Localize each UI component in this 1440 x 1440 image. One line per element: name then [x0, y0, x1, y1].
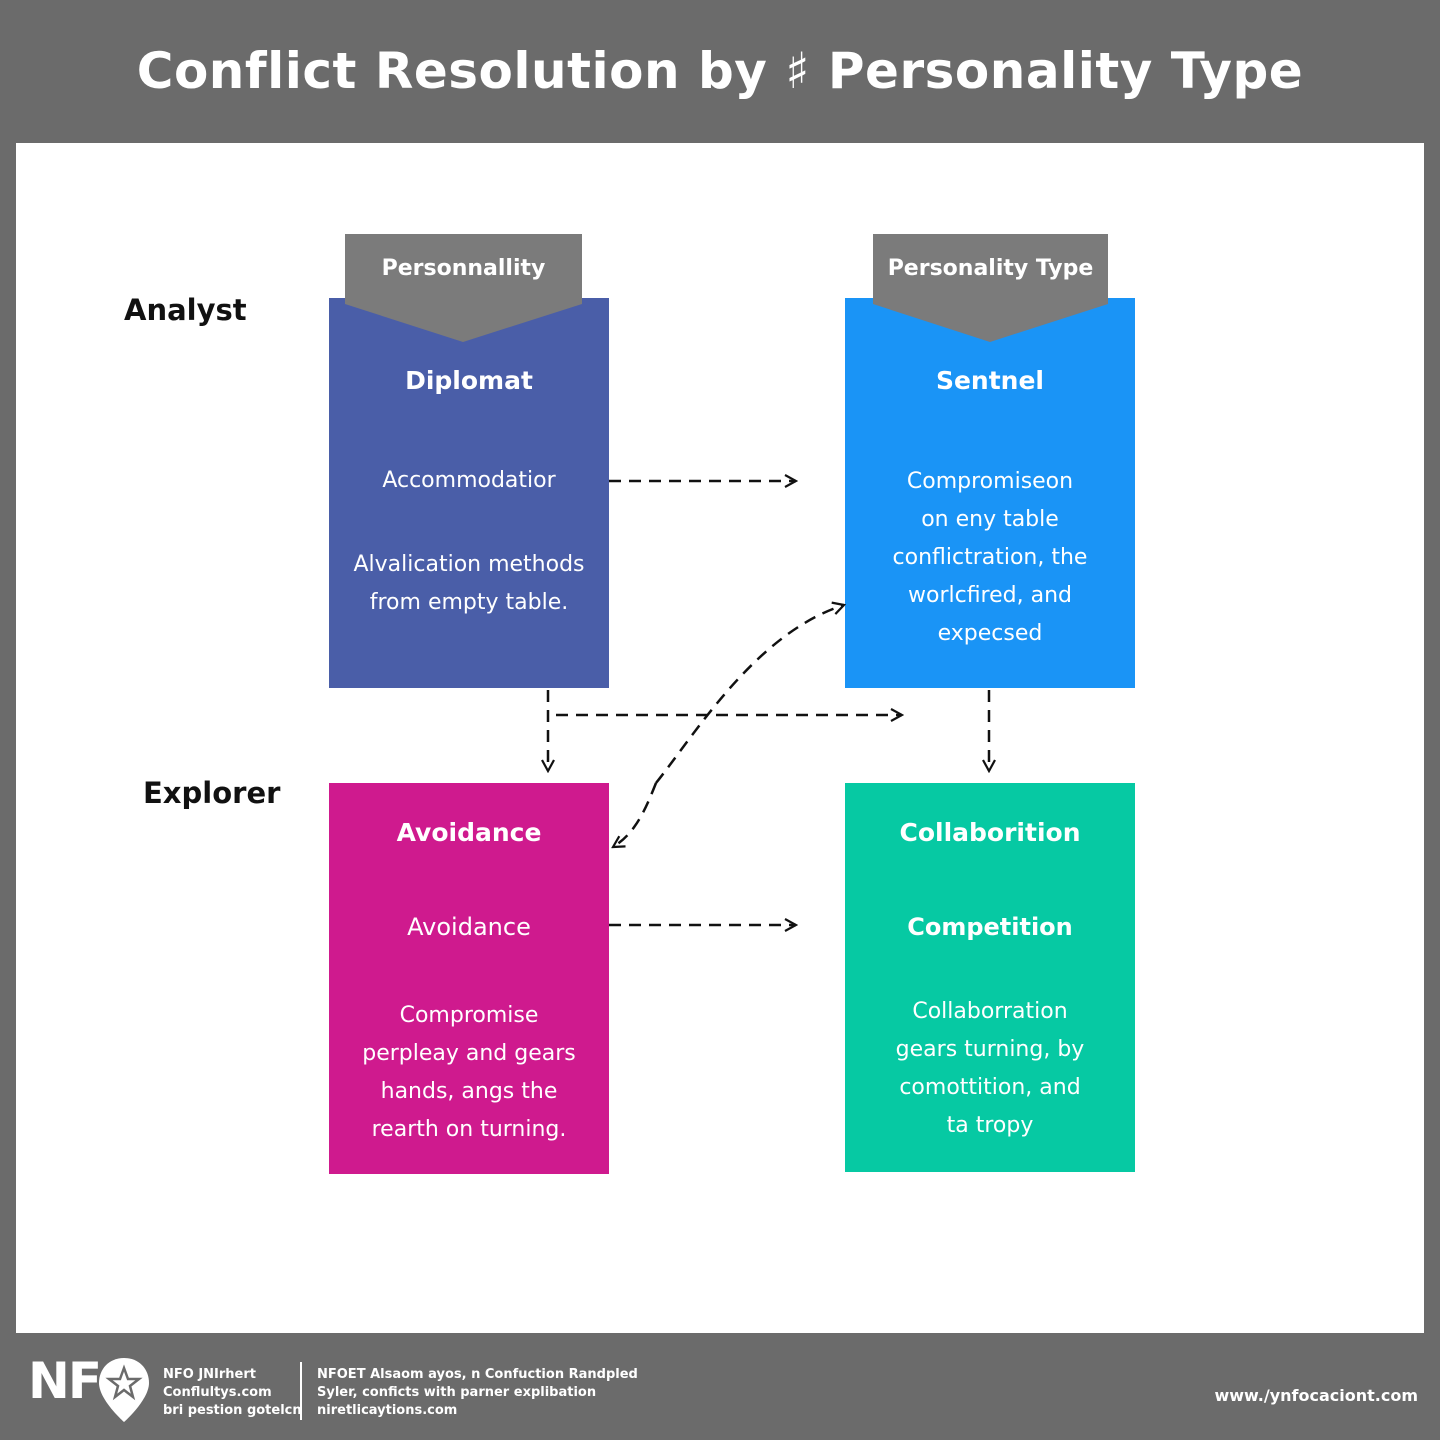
page-title: Conflict Resolution by ♯ Personality Typ… [136, 42, 1304, 100]
box-avoidance-heading: Avoidance [396, 818, 542, 847]
box-sentinel-line: expecsed [937, 621, 1043, 646]
box-collaboration-subheading: Competition [907, 913, 1073, 941]
footer-col1: NFO JNIrhert Conflultys.com bri pestion … [163, 1366, 302, 1420]
box-avoidance-subheading: Avoidance [407, 913, 531, 941]
box-diplomat-heading: Diplomat [405, 366, 533, 395]
footer: NF NFO JNIrhert Conflultys.com bri pesti… [0, 1334, 1440, 1440]
box-sentinel-line: conflictration, the [892, 545, 1088, 570]
arrow-curve-to-sentinel [655, 605, 844, 784]
box-diplomat: Diplomat Accommodatior Alvalication meth… [329, 298, 609, 688]
diagram-canvas: Analyst Explorer Diplomat Accommodatior … [16, 143, 1424, 1333]
footer-logo: NF [28, 1352, 102, 1410]
box-collaboration-line: ta tropy [946, 1113, 1034, 1138]
box-sentinel-line: on eny table [921, 507, 1059, 532]
box-avoidance-line: perpleay and gears [362, 1041, 576, 1066]
banner-left-shape [345, 234, 582, 342]
box-avoidance-body: Compromise perpleay and gears hands, ang… [349, 997, 589, 1149]
box-diplomat-line: from empty table. [369, 590, 569, 615]
footer-url[interactable]: www./ynfocaciont.com [1214, 1386, 1418, 1405]
box-collaboration-line: gears turning, by [895, 1037, 1085, 1062]
footer-col1-line: NFO JNIrhert [163, 1367, 256, 1382]
row-label-analyst: Analyst [124, 293, 247, 327]
box-collaboration: Collaborition Competition Collaborration… [845, 783, 1135, 1172]
row-label-explorer: Explorer [143, 776, 281, 810]
box-sentinel-body: Compromiseon on eny table conflictration… [865, 463, 1115, 653]
banner-left: Personnallity [345, 234, 582, 342]
box-avoidance: Avoidance Avoidance Compromise perpleay … [329, 783, 609, 1174]
footer-col2: NFOET Alsaom ayos, n Confuction Randpled… [317, 1366, 638, 1420]
star-pin-icon [99, 1358, 149, 1422]
box-avoidance-line: hands, angs the [380, 1079, 558, 1104]
box-avoidance-line: rearth on turning. [371, 1117, 567, 1142]
box-diplomat-body: Alvalication methods from empty table. [349, 546, 589, 622]
box-collaboration-line: Collaborration [912, 999, 1068, 1024]
footer-col1-line: bri pestion gotelcn [163, 1403, 302, 1418]
footer-col2-line: NFOET Alsaom ayos, n Confuction Randpled [317, 1367, 638, 1382]
box-sentinel-line: worlcfired, and [907, 583, 1072, 608]
box-sentinel-heading: Sentnel [935, 366, 1045, 395]
box-collaboration-line: comottition, and [899, 1075, 1081, 1100]
banner-left-label: Personnallity [381, 256, 546, 281]
box-collaboration-heading: Collaborition [899, 818, 1081, 847]
banner-right: Personality Type [873, 234, 1108, 342]
box-diplomat-subheading: Accommodatior [382, 468, 556, 493]
box-sentinel-line: Compromiseon [906, 469, 1074, 494]
box-diplomat-line: Alvalication methods [353, 552, 585, 577]
box-sentinel: Sentnel Compromiseon on eny table confli… [845, 298, 1135, 688]
box-collaboration-body: Collaborration gears turning, by comotti… [865, 993, 1115, 1145]
banner-right-shape [873, 234, 1108, 342]
footer-col2-line: Syler, conficts with parner explibation [317, 1385, 597, 1400]
box-avoidance-line: Compromise [399, 1003, 539, 1028]
arrow-curve-to-avoidance [613, 782, 658, 847]
footer-col2-line: niretlicaytions.com [317, 1403, 458, 1418]
footer-col1-line: Conflultys.com [163, 1385, 272, 1400]
banner-right-label: Personality Type [887, 256, 1094, 281]
footer-divider [300, 1362, 302, 1420]
